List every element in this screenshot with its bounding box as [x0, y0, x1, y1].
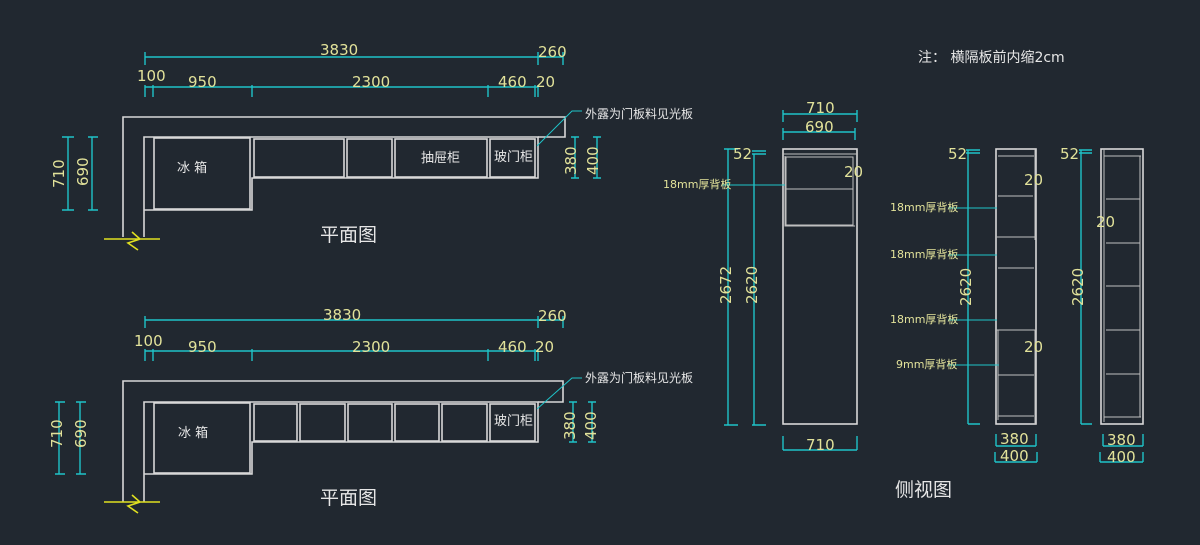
right-dim-52: 52: [1060, 145, 1079, 163]
dim2-left-710: 710: [48, 419, 66, 448]
callout-text: 外露为门板料见光板: [585, 106, 693, 121]
dim-seg-460: 460: [498, 73, 527, 91]
mid-dim-52: 52: [948, 145, 967, 163]
mid-dim-400: 400: [1000, 447, 1029, 465]
dim-overall: 3830: [320, 41, 358, 59]
mid-back-label-3: 18mm厚背板: [890, 312, 958, 326]
dim2-seg-20: 20: [535, 338, 554, 356]
tall-dim-52: 52: [733, 145, 752, 163]
dim2-left-690: 690: [72, 419, 90, 448]
dim-left-710: 710: [50, 159, 68, 188]
mid-inset-top: 20: [1024, 171, 1043, 189]
right-dim-2620: 2620: [1069, 268, 1087, 306]
mid-back-label-4: 9mm厚背板: [896, 357, 957, 371]
drawer-label: 抽屉柜: [421, 151, 460, 166]
right-dim-400: 400: [1107, 448, 1136, 466]
right-dim-380: 380: [1107, 431, 1136, 449]
plan-title-2: 平面图: [320, 487, 377, 509]
glass-cabinet-label: 玻门柜: [494, 150, 533, 165]
glass-cabinet-label-2: 玻门柜: [494, 414, 533, 429]
tall-dim-690: 690: [805, 118, 834, 136]
tall-dim-2620: 2620: [743, 266, 761, 304]
dim-right-400: 400: [584, 146, 602, 175]
dim-left-690: 690: [74, 157, 92, 186]
side-view-mid: 52 2620 20 20 18mm厚背板 18mm厚背板 18mm厚背板 9m…: [890, 145, 1043, 465]
tall-dim-inset: 20: [844, 163, 863, 181]
side-view-right: 52 2620 20 380 400: [1060, 145, 1144, 466]
mid-dim-380: 380: [1000, 430, 1029, 448]
dim2-right-380: 380: [561, 411, 579, 440]
fridge-label-2: 冰 箱: [178, 425, 208, 441]
dim-seg-950: 950: [188, 73, 217, 91]
tall-dim-710-bottom: 710: [806, 436, 835, 454]
side-view-title: 侧视图: [895, 479, 952, 501]
plan-view-1: 3830 260 100 950 2300 460 20 710 690 380…: [50, 41, 693, 251]
side-view-tall: 710 690 52 2672 2620 20 18mm厚背板 710: [663, 99, 863, 454]
mid-back-label-1: 18mm厚背板: [890, 200, 958, 214]
dim2-seg-100: 100: [134, 332, 163, 350]
dim2-right-400: 400: [582, 411, 600, 440]
dim-seg-100: 100: [137, 67, 166, 85]
dim2-seg-2300: 2300: [352, 338, 390, 356]
mid-inset-bottom: 20: [1024, 338, 1043, 356]
dim-right-380: 380: [562, 146, 580, 175]
tall-back-label: 18mm厚背板: [663, 177, 731, 191]
dim2-seg-460: 460: [498, 338, 527, 356]
mid-dim-2620: 2620: [957, 268, 975, 306]
right-inset: 20: [1096, 213, 1115, 231]
dim-overall-2: 3830: [323, 306, 361, 324]
fridge-label: 冰 箱: [177, 160, 207, 176]
dim2-seg-950: 950: [188, 338, 217, 356]
tall-dim-710-top: 710: [806, 99, 835, 117]
note-text: 注： 横隔板前内缩2cm: [918, 49, 1065, 66]
plan-view-2: 3830 260 100 950 2300 460 20 710 690 380…: [48, 306, 693, 514]
dim-right: 260: [538, 43, 567, 61]
dim-seg-2300: 2300: [352, 73, 390, 91]
dim-right-2: 260: [538, 307, 567, 325]
plan-title-1: 平面图: [320, 224, 377, 246]
callout-text-2: 外露为门板料见光板: [585, 370, 693, 385]
dim-seg-20: 20: [536, 73, 555, 91]
tall-dim-2672: 2672: [717, 266, 735, 304]
mid-back-label-2: 18mm厚背板: [890, 247, 958, 261]
